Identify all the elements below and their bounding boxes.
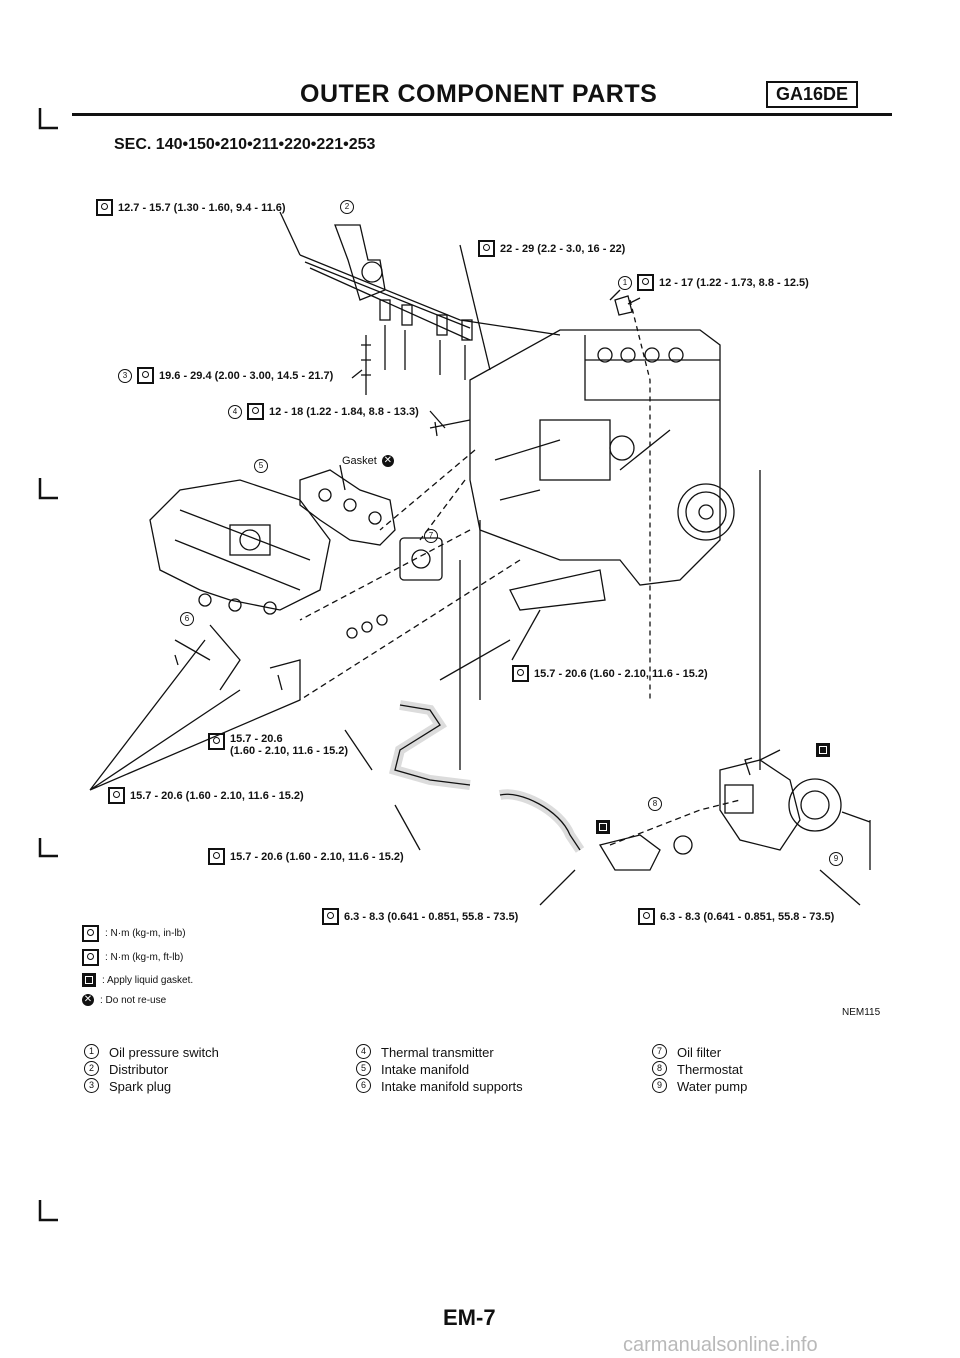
distributor [299, 224, 561, 380]
torque-wrench-icon [208, 733, 225, 750]
callout-thermal-transmitter-torque: 4 12 - 18 (1.22 - 1.84, 8.8 - 13.3) [228, 403, 419, 420]
part-number-2: 2 [340, 196, 354, 214]
torque-wrench-icon [247, 403, 264, 420]
margin-mark [38, 838, 58, 858]
torque-wrench-icon [96, 199, 113, 216]
callout-bracket-torque: 15.7 - 20.6 (1.60 - 2.10, 11.6 - 15.2) [512, 665, 708, 682]
part-number-9: 9 [829, 848, 843, 866]
liquid-gasket-icon [596, 820, 610, 834]
liquid-gasket-marker [816, 743, 830, 762]
part-number-6: 6 [180, 608, 194, 626]
liquid-gasket-icon [816, 743, 830, 757]
intake-gasket [299, 469, 396, 546]
torque-wrench-icon [638, 908, 655, 925]
torque-wrench-icon [512, 665, 529, 682]
legend-item: : N·m (kg-m, in-lb) [82, 925, 193, 942]
torque-wrench-icon [208, 848, 225, 865]
water-hose [499, 793, 581, 851]
torque-wrench-icon [108, 787, 125, 804]
legend-item: : N·m (kg-m, ft-lb) [82, 949, 193, 966]
thermostat-housing [598, 834, 661, 871]
figure-code: NEM115 [842, 1007, 881, 1018]
oil-pressure-switch [614, 295, 641, 316]
section-reference: SEC. 140•150•210•211•220•221•253 [114, 136, 376, 153]
legend-item: : Apply liquid gasket. [82, 973, 193, 987]
spark-plug [361, 335, 371, 395]
margin-mark [38, 478, 58, 500]
engine-block [469, 329, 735, 586]
torque-wrench-icon [137, 367, 154, 384]
callout-hose-torque: 15.7 - 20.6 (1.60 - 2.10, 11.6 - 15.2) [208, 848, 404, 865]
margin-mark [38, 1200, 58, 1222]
liquid-gasket-icon [82, 973, 96, 987]
callout-gasket: Gasket ✕ [342, 455, 394, 467]
part-number-8: 8 [648, 793, 662, 811]
do-not-reuse-icon: ✕ [381, 455, 394, 467]
torque-wrench-icon [637, 274, 654, 291]
torque-ft-lb-icon [82, 949, 99, 966]
margin-mark [38, 108, 58, 130]
legend-item: ✕ : Do not re-use [82, 994, 167, 1006]
torque-in-lb-icon [82, 925, 99, 942]
part-number-5: 5 [254, 455, 268, 473]
leader-line [279, 211, 301, 256]
callout-tube-torque: 15.7 - 20.6 (1.60 - 2.10, 11.6 - 15.2) [208, 733, 348, 757]
page-number: EM-7 [443, 1305, 496, 1330]
callout-water-pump-torque: 6.3 - 8.3 (0.641 - 0.851, 55.8 - 73.5) [638, 908, 834, 925]
callout-thermostat-torque: 6.3 - 8.3 (0.641 - 0.851, 55.8 - 73.5) [322, 908, 518, 925]
torque-wrench-icon [322, 908, 339, 925]
page-title: OUTER COMPONENT PARTS [300, 80, 658, 108]
callout-distributor-torque: 12.7 - 15.7 (1.30 - 1.60, 9.4 - 11.6) [96, 199, 286, 216]
symbol-legend: : N·m (kg-m, in-lb) : N·m (kg-m, ft-lb) … [82, 925, 193, 1006]
header-rule [72, 113, 892, 116]
do-not-reuse-icon: ✕ [82, 994, 94, 1006]
intake-manifold [149, 479, 331, 615]
water-tube [394, 704, 471, 786]
callout-oil-switch-torque: 1 12 - 17 (1.22 - 1.73, 8.8 - 12.5) [618, 274, 809, 291]
thermostat [673, 835, 693, 855]
torque-wrench-icon [478, 240, 495, 257]
engine-code-badge: GA16DE [766, 81, 859, 108]
thermal-transmitter [429, 419, 471, 437]
water-pump [719, 757, 871, 851]
watermark: carmanualsonline.info [623, 1334, 818, 1356]
engine-bracket [509, 569, 606, 611]
callout-mount-torque: 22 - 29 (2.2 - 3.0, 16 - 22) [478, 240, 625, 257]
callout-spark-plug-torque: 3 19.6 - 29.4 (2.00 - 3.00, 14.5 - 21.7) [118, 367, 333, 384]
liquid-gasket-marker [596, 820, 610, 839]
callout-support-torque: 15.7 - 20.6 (1.60 - 2.10, 11.6 - 15.2) [108, 787, 304, 804]
manifold-supports [209, 624, 301, 700]
part-number-7: 7 [424, 525, 438, 543]
oil-filter [399, 537, 443, 581]
